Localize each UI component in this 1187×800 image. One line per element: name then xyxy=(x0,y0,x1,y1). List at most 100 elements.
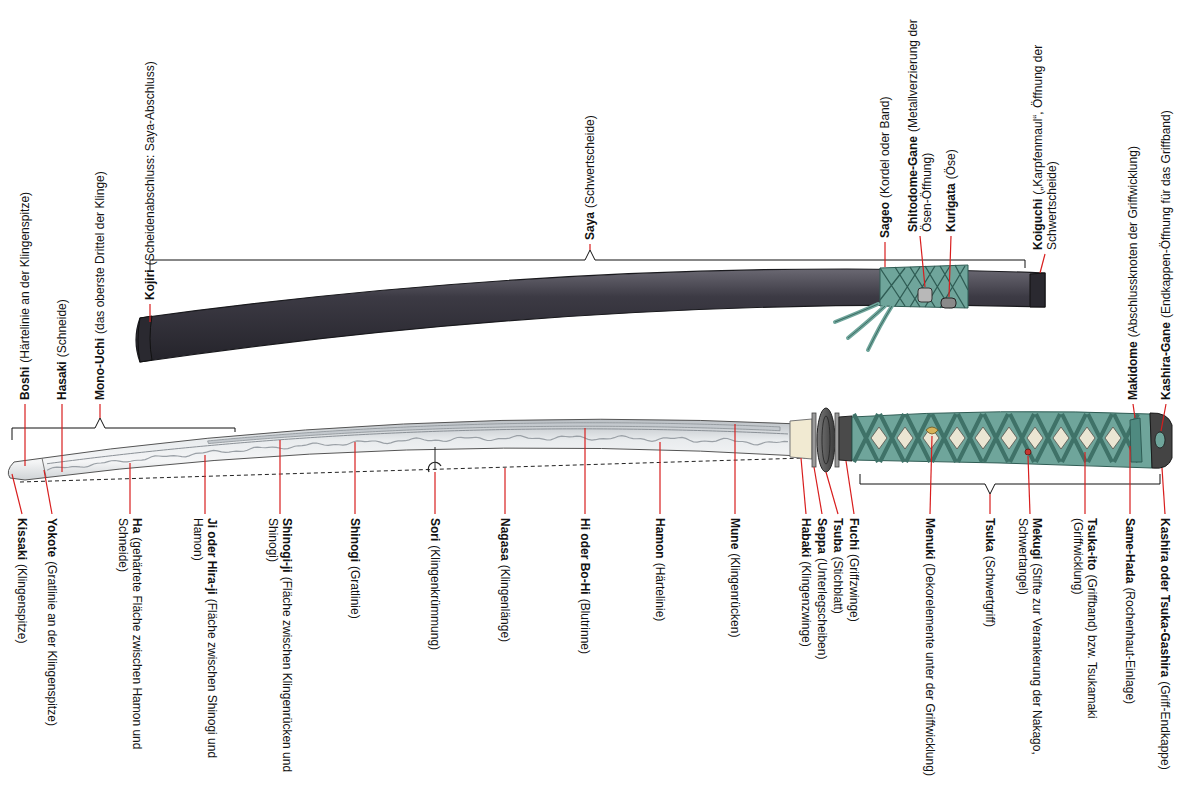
part-label: Nagasa(Klingenlänge) xyxy=(498,518,512,788)
saya-bracket xyxy=(150,250,1025,270)
part-description: (Klingenkrümmung) xyxy=(428,545,442,650)
part-label: Yokote(Gratlinie an der Klingenspitze) xyxy=(45,518,59,788)
part-name: Shinogi xyxy=(348,518,362,562)
part-description: (gehärtete Fläche zwischen Hamon und Sch… xyxy=(116,518,144,749)
part-label: Boshi(Härtelinie an der Klingenspitze) xyxy=(18,20,32,400)
part-label: Kashira-Gane (Endkappen-Öffnung für das G… xyxy=(1159,10,1173,400)
leader-lines xyxy=(12,236,1166,514)
part-name: Saya xyxy=(583,212,597,240)
leader-line xyxy=(354,442,355,514)
leader-line xyxy=(44,470,52,514)
part-label: Tsuka-ito(Griffband) bzw. Tsukamaki (Gri… xyxy=(1071,518,1099,788)
same-diamond xyxy=(1079,427,1095,449)
part-description: (das oberste Drittel der Klinge) xyxy=(93,171,107,334)
leader-line xyxy=(24,404,25,466)
part-name: Makidome xyxy=(1126,341,1140,400)
part-name: Ji oder Hira-ji xyxy=(205,518,219,595)
leader-line xyxy=(204,455,205,514)
leader-line xyxy=(920,236,925,287)
leader-line xyxy=(12,474,22,514)
leader-line xyxy=(930,436,932,514)
menuki xyxy=(926,427,938,434)
part-name: Seppa xyxy=(815,518,829,554)
part-label: Tsuka (Schwertgriff) xyxy=(983,518,997,788)
part-description: (Schwertgriff) xyxy=(983,556,997,627)
blade-lines xyxy=(47,423,788,471)
part-name: Kojiri xyxy=(143,269,157,300)
tsuka-bracket xyxy=(860,474,1160,494)
leader-line xyxy=(826,472,838,514)
part-name: Menuki xyxy=(923,518,937,559)
part-label: Sori(Klingenkrümmung) xyxy=(428,518,442,788)
same-diamond xyxy=(923,427,939,449)
makidome-knot xyxy=(1130,418,1142,462)
leader-line xyxy=(1028,456,1030,514)
part-name: Hamon xyxy=(653,518,667,559)
part-label: Sageo (Kordel oder Band) xyxy=(878,10,892,238)
leader-line xyxy=(99,404,100,418)
part-name: Tsuba xyxy=(831,518,845,552)
part-label: Menuki(Dekorelemente unter der Griffwick… xyxy=(923,518,937,788)
leader-line xyxy=(1084,452,1085,514)
same-diamond xyxy=(1027,427,1043,449)
leader-line xyxy=(61,404,62,472)
leader-line xyxy=(846,461,854,514)
same-diamond xyxy=(897,427,913,449)
leader-line xyxy=(1161,404,1166,431)
part-label: Mekugi(Stifte zur Verankerung der Nakago… xyxy=(1016,518,1044,788)
leader-line xyxy=(814,467,822,514)
leader-line xyxy=(949,236,951,297)
part-name: Kashira-Gane xyxy=(1159,322,1173,400)
part-description: (Schwertscheide) xyxy=(583,115,597,208)
leader-line xyxy=(659,442,660,514)
part-description: (Schneide) xyxy=(55,299,69,357)
leader-line xyxy=(584,428,585,514)
part-name: Nagasa xyxy=(498,518,512,561)
part-name: Sageo xyxy=(878,202,892,238)
habaki xyxy=(790,419,812,459)
same-diamond xyxy=(1105,427,1121,449)
part-label: Same-Hada(Rochenhaut-Einlage) xyxy=(1123,518,1137,788)
part-name: Ha xyxy=(130,518,144,533)
leader-line xyxy=(1040,254,1045,273)
part-label: Habaki(Klingenzwinge) xyxy=(799,518,813,788)
leader-line xyxy=(589,244,590,250)
part-description: (Öse) xyxy=(944,149,958,179)
part-label: Seppa (Unterlegscheiben) xyxy=(815,518,829,788)
kurigata-knob xyxy=(941,298,956,308)
part-name: Shitodome-Gane xyxy=(906,136,920,232)
part-name: Kashira oder Tsuka-Gashira xyxy=(1158,518,1172,677)
part-name: Same-Hada xyxy=(1123,518,1137,583)
part-name: Kurigata xyxy=(944,183,958,232)
part-name: Tsuka-ito xyxy=(1085,518,1099,570)
part-description: (Härtelinie) xyxy=(653,563,667,622)
part-description: (Abschlussknoten der Griffwicklung) xyxy=(1126,146,1140,337)
part-name: Koiguchi xyxy=(1031,199,1045,250)
part-label: Hamon (Härtelinie) xyxy=(653,518,667,788)
part-name: Hi oder Bo-Hi xyxy=(578,518,592,595)
part-name: Tsuka xyxy=(983,518,997,552)
part-description: (Kordel oder Band) xyxy=(878,97,892,198)
part-label: Ha(gehärtete Fläche zwischen Hamon und S… xyxy=(116,518,144,788)
part-label: Tsuba(Stichblatt) xyxy=(831,518,845,788)
leader-line xyxy=(734,424,735,514)
mekugi-pin xyxy=(1025,449,1031,455)
part-description: (Klingenspitze) xyxy=(15,564,29,643)
part-name: Habaki xyxy=(799,518,813,557)
part-description: (Unterlegscheiben) xyxy=(815,558,829,659)
part-name: Fuchi xyxy=(847,518,861,550)
shinogi-line xyxy=(47,429,788,464)
part-name: Yokote xyxy=(45,518,59,557)
leader-line xyxy=(884,242,885,267)
part-description: (Endkappen-Öffnung für das Griffband) xyxy=(1159,110,1173,318)
leader-line xyxy=(434,472,435,514)
part-label: Saya (Schwertscheide) xyxy=(583,10,597,240)
part-description: (Klingenrücken) xyxy=(728,553,742,637)
tsuba-rim xyxy=(822,416,830,464)
kashira-gane-opening xyxy=(1155,432,1165,448)
part-label: Mono-Uchi(das oberste Drittel der Klinge… xyxy=(93,20,107,400)
nagasa-dashed-line xyxy=(20,458,805,482)
tsuka-maki-wrap xyxy=(854,414,1138,462)
